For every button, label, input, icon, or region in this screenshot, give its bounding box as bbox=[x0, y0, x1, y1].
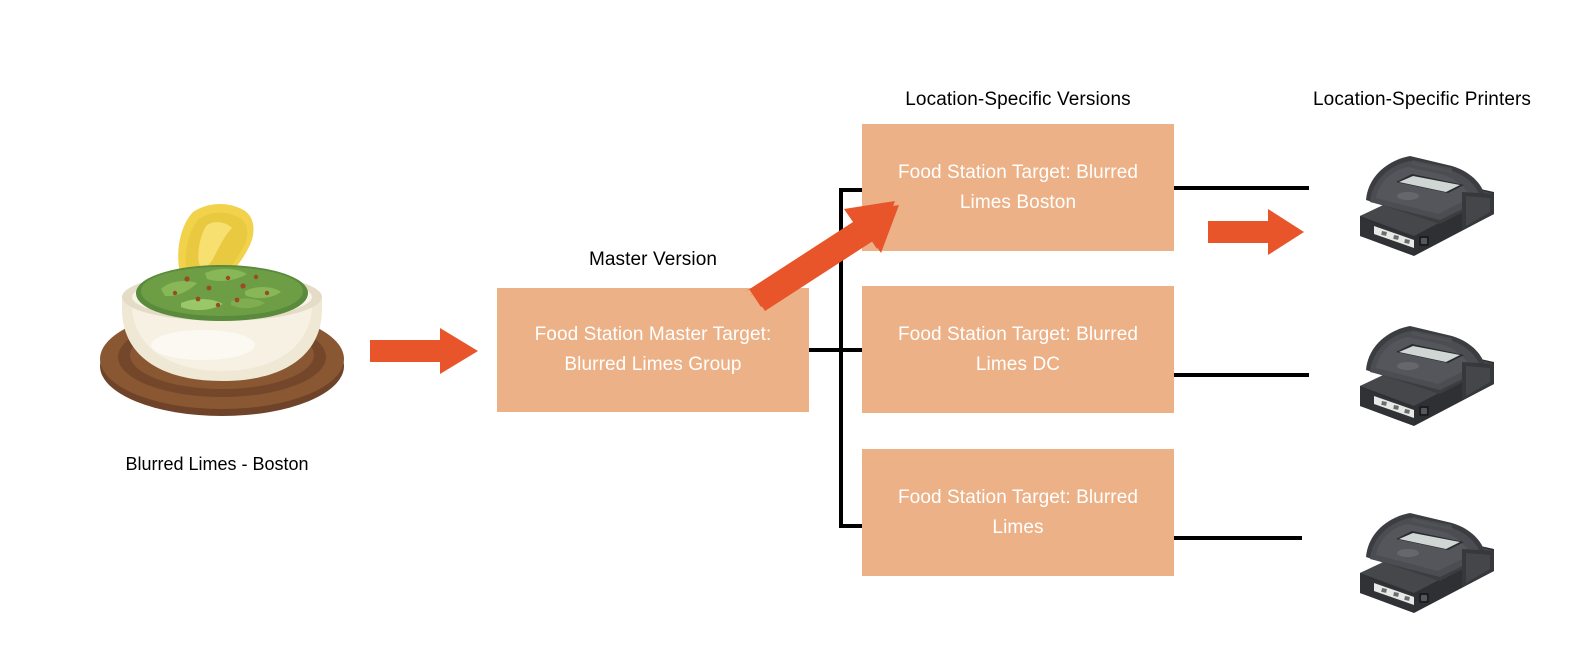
connector-trunk-to-box-boston bbox=[839, 188, 865, 192]
location-box-default-line2: Limes bbox=[992, 516, 1044, 538]
location-box-dc-line2: Limes DC bbox=[975, 353, 1061, 375]
location-box-default-line1: Food Station Target: Blurred bbox=[897, 486, 1139, 508]
master-version-box-line2: Blurred Limes Group bbox=[564, 354, 742, 375]
printer-dc bbox=[1352, 310, 1502, 428]
location-box-default-text: Food Station Target: Blurred Limes bbox=[898, 483, 1138, 543]
printer-default bbox=[1352, 497, 1502, 615]
header-location-specific-printers: Location-Specific Printers bbox=[1312, 89, 1532, 110]
guacamole-bowl-image bbox=[85, 193, 360, 423]
connector-boston-to-printer bbox=[1174, 186, 1309, 190]
location-box-boston-line1: Food Station Target: Blurred bbox=[897, 161, 1139, 183]
location-box-dc[interactable]: Food Station Target: Blurred Limes DC bbox=[862, 286, 1174, 413]
arrow-boston-to-printer bbox=[1208, 209, 1304, 255]
connector-dc-to-printer bbox=[1174, 373, 1309, 377]
location-box-boston[interactable]: Food Station Target: Blurred Limes Bosto… bbox=[862, 124, 1174, 251]
location-box-boston-line2: Limes Boston bbox=[959, 191, 1077, 213]
source-caption: Blurred Limes - Boston bbox=[125, 454, 309, 474]
master-version-box-line1: Food Station Master Target: bbox=[534, 324, 772, 345]
connector-trunk-to-box-dc bbox=[815, 348, 865, 352]
location-box-dc-line1: Food Station Target: Blurred bbox=[897, 323, 1139, 345]
connector-trunk-vertical bbox=[839, 188, 843, 528]
header-location-specific-versions: Location-Specific Versions bbox=[905, 89, 1131, 110]
location-box-boston-text: Food Station Target: Blurred Limes Bosto… bbox=[898, 158, 1138, 218]
location-box-default[interactable]: Food Station Target: Blurred Limes bbox=[862, 449, 1174, 576]
header-master-version: Master Version bbox=[588, 249, 718, 270]
location-box-dc-text: Food Station Target: Blurred Limes DC bbox=[898, 320, 1138, 380]
master-version-box-text: Food Station Master Target: Blurred Lime… bbox=[535, 320, 772, 380]
connector-default-to-printer bbox=[1174, 536, 1302, 540]
arrow-source-to-master bbox=[370, 328, 478, 374]
master-version-box[interactable]: Food Station Master Target: Blurred Lime… bbox=[497, 288, 809, 412]
connector-trunk-to-box-default bbox=[839, 524, 865, 528]
printer-boston bbox=[1352, 140, 1502, 258]
arrow-master-to-boston bbox=[745, 195, 905, 315]
